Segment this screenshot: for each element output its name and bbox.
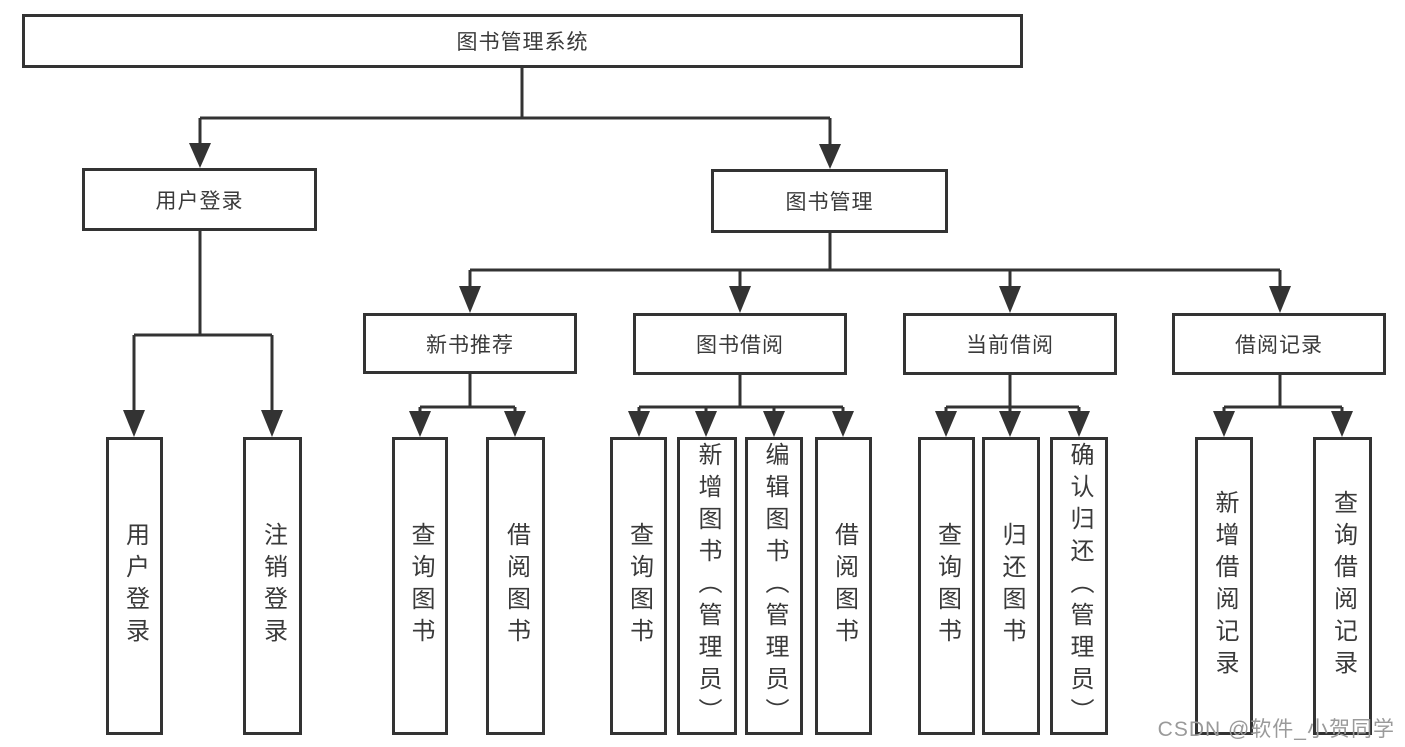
- leaf-logout: 注销登录: [243, 437, 302, 735]
- leaf-borrow-books-borrowing: 借阅图书: [815, 437, 872, 735]
- leaf-edit-book-admin: 编辑图书（管理员）: [745, 437, 803, 735]
- leaf-return-books: 归还图书: [982, 437, 1040, 735]
- leaf-confirm-return-admin: 确认归还（管理员）: [1050, 437, 1108, 735]
- leaf-user-login: 用户登录: [106, 437, 163, 735]
- node-book-borrowing: 图书借阅: [633, 313, 847, 375]
- node-current-borrowing: 当前借阅: [903, 313, 1117, 375]
- leaf-borrow-books-recommend: 借阅图书: [486, 437, 545, 735]
- node-book-management: 图书管理: [711, 169, 948, 233]
- leaf-query-books-current: 查询图书: [918, 437, 975, 735]
- node-root: 图书管理系统: [22, 14, 1023, 68]
- node-new-book-recommendation: 新书推荐: [363, 313, 577, 374]
- leaf-query-borrow-record: 查询借阅记录: [1313, 437, 1372, 735]
- leaf-query-books-recommend: 查询图书: [392, 437, 448, 735]
- csdn-watermark: CSDN @软件_小贺同学: [1157, 718, 1395, 741]
- node-borrowing-records: 借阅记录: [1172, 313, 1386, 375]
- leaf-add-book-admin: 新增图书（管理员）: [677, 437, 737, 735]
- leaf-query-books-borrowing: 查询图书: [610, 437, 667, 735]
- leaf-add-borrow-record: 新增借阅记录: [1195, 437, 1253, 735]
- node-user-login: 用户登录: [82, 168, 317, 231]
